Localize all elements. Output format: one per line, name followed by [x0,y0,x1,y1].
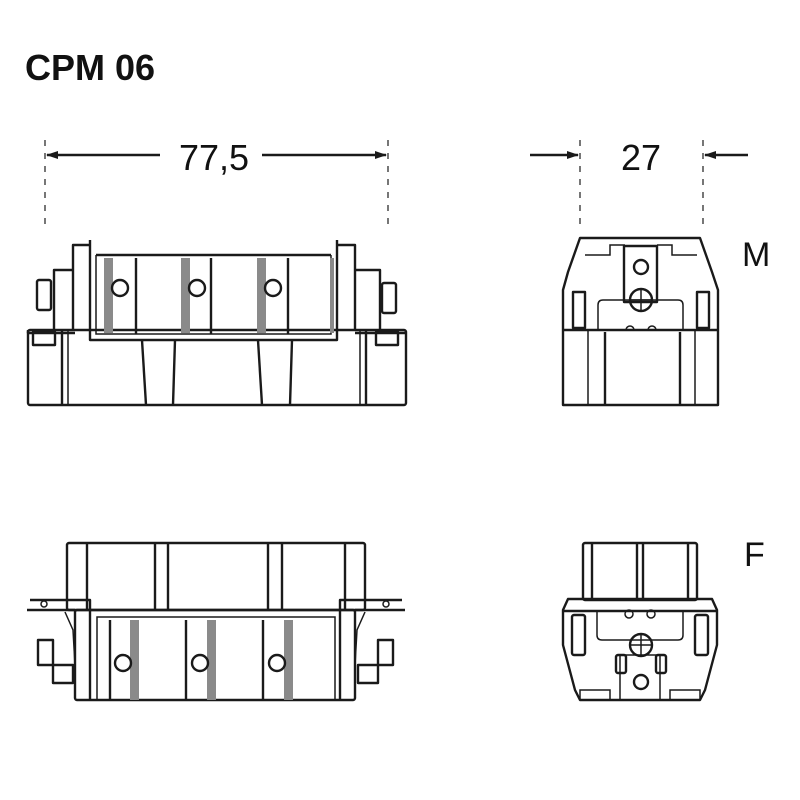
contact-1 [113,653,133,673]
female-label: F [744,536,765,574]
male-front-view [26,240,408,407]
drawing-title: CPM 06 [25,47,155,88]
female-side-view [561,541,719,702]
depth-label: 27 [621,137,661,178]
contact-3 [263,278,283,298]
male-side-view [561,236,720,407]
male-label: M [742,236,770,274]
contact-3 [267,653,287,673]
contact-1 [110,278,130,298]
width-label: 77,5 [179,137,249,178]
width-dimension: 77,5 [44,137,389,228]
female-front-view [27,541,405,702]
depth-dimension: 27 [530,137,748,228]
contact-2 [187,278,207,298]
contact-2 [190,653,210,673]
